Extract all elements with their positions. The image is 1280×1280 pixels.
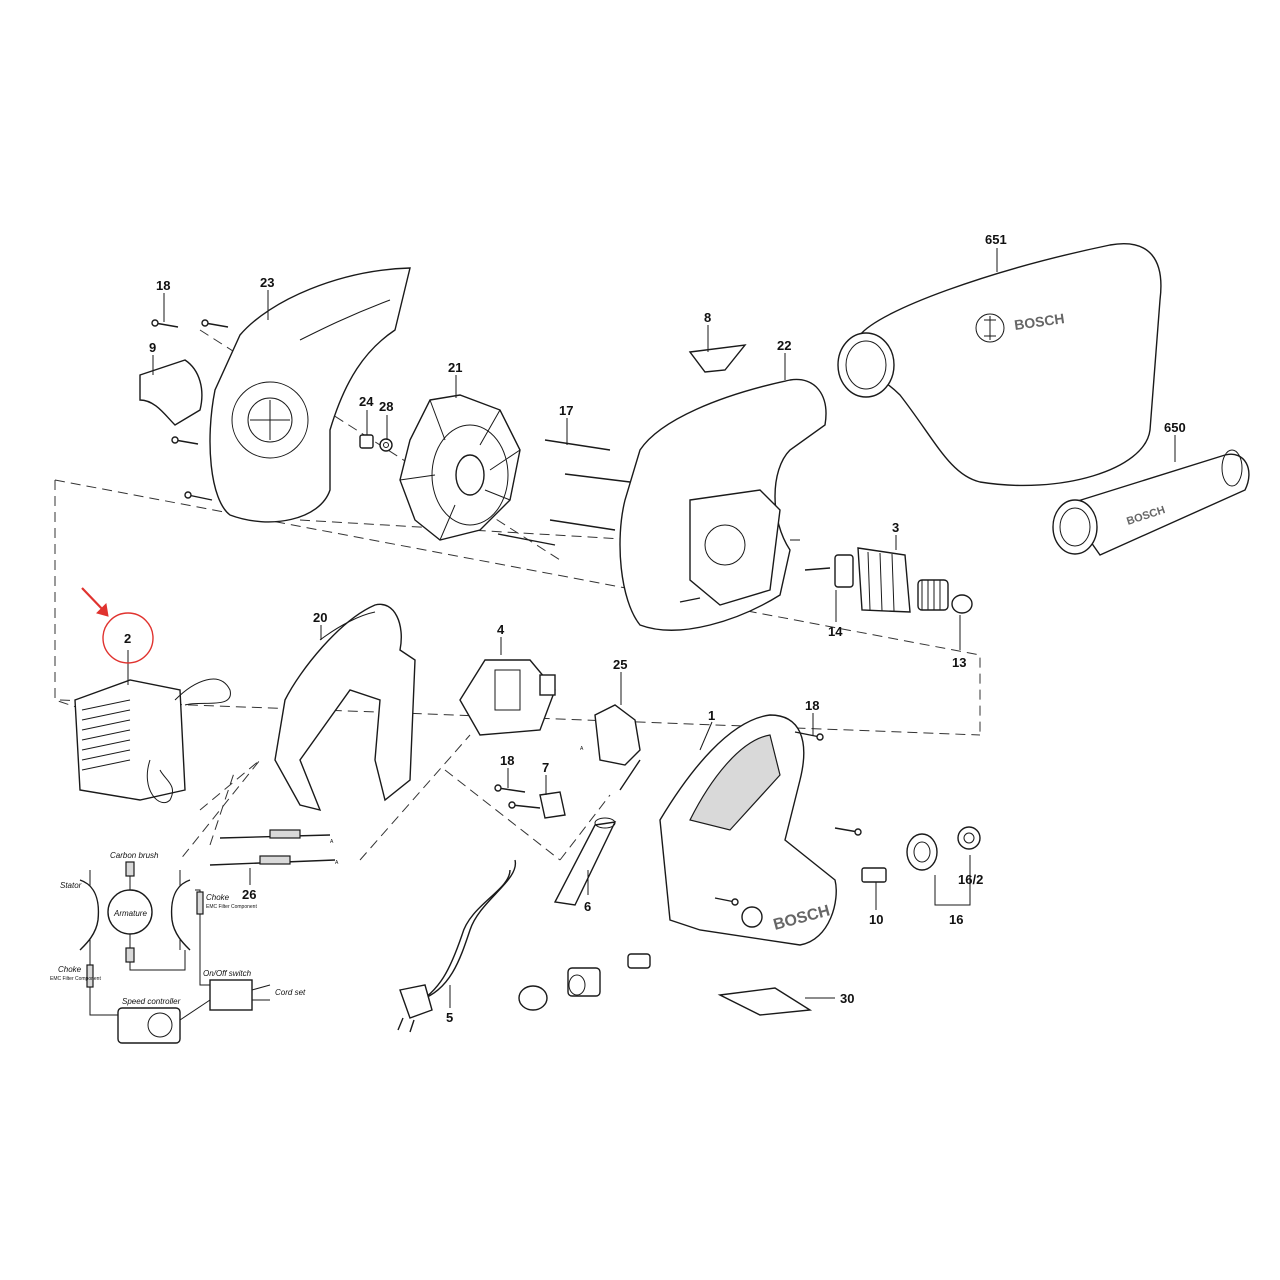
part-number-9: 9 (149, 340, 156, 355)
part-number-16-2: 16/2 (958, 872, 983, 887)
part-number-24: 24 (359, 394, 374, 409)
part-number-2: 2 (124, 631, 131, 646)
cable-protector-6 (553, 817, 617, 906)
blower-nozzle-650: BOSCH (1052, 449, 1250, 556)
stator-2 (74, 678, 231, 803)
bottom-caps (518, 953, 651, 1011)
wiring-label-choke-left-sub: EMC Filter Component (50, 976, 101, 982)
marker-a-3: A (580, 746, 584, 752)
wiring-label-on-off-switch: On/Off switch (203, 969, 252, 978)
brush-cap-16 (906, 826, 981, 906)
wiring-label-armature: Armature (113, 909, 147, 918)
armature-3 (804, 547, 973, 614)
wiring-label-speed-controller: Speed controller (122, 997, 181, 1006)
part-number-18-middle: 18 (500, 753, 514, 768)
nut-24 (359, 434, 374, 449)
wiring-label-choke-left: Choke (58, 965, 82, 974)
screws-18-middle (494, 784, 541, 809)
bosch-logo-icon (975, 313, 1005, 343)
marker-a-1: A (330, 839, 334, 845)
part-number-14: 14 (828, 624, 843, 639)
housing-cover-1: BOSCH (659, 714, 837, 946)
washer-28 (379, 438, 393, 452)
part-number-23: 23 (260, 275, 274, 290)
part-number-20: 20 (313, 610, 327, 625)
fan-impeller-21 (399, 394, 521, 541)
part-number-6: 6 (584, 899, 591, 914)
part-number-25: 25 (613, 657, 627, 672)
part-number-17: 17 (559, 403, 573, 418)
part-number-30: 30 (840, 991, 854, 1006)
wiring-label-stator: Stator (60, 881, 82, 890)
part-number-18-top: 18 (156, 278, 170, 293)
handle-20 (274, 603, 416, 812)
fan-housing-23 (209, 267, 411, 523)
part-number-651: 651 (985, 232, 1007, 247)
bag-brand-text: BOSCH (1013, 310, 1065, 333)
part-number-10: 10 (869, 912, 883, 927)
motor-housing-22 (619, 378, 827, 631)
label-30 (717, 987, 813, 1016)
part-number-8: 8 (704, 310, 711, 325)
brush-holder-10 (861, 867, 887, 883)
part-number-21: 21 (448, 360, 462, 375)
label-sheet-9 (139, 359, 203, 426)
cable-clamp-7 (539, 791, 566, 819)
wiring-label-choke-right: Choke (206, 893, 230, 902)
cord-set-5 (397, 859, 516, 1033)
highlight-circle (102, 612, 154, 664)
part-number-650: 650 (1164, 420, 1186, 435)
wiring-diagram (79, 861, 271, 1044)
part-number-26: 26 (242, 887, 256, 902)
part-number-22: 22 (777, 338, 791, 353)
part-number-5: 5 (446, 1010, 453, 1025)
part-number-3: 3 (892, 520, 899, 535)
wiring-label-carbon-brush: Carbon brush (110, 851, 159, 860)
wiring-label-choke-right-sub: EMC Filter Component (206, 904, 257, 910)
screws-18-right (714, 731, 862, 906)
part-number-1: 1 (708, 708, 715, 723)
part-number-13: 13 (952, 655, 966, 670)
highlight-marker (81, 587, 154, 664)
wiring-label-cord-set: Cord set (275, 988, 306, 997)
part-number-16: 16 (949, 912, 963, 927)
label-8 (688, 344, 747, 373)
dust-bag-651: BOSCH (837, 243, 1162, 487)
marker-a-2: A (335, 860, 339, 866)
screws-18-group (151, 319, 229, 501)
chokes-26 (209, 829, 336, 866)
leader-lines (127, 248, 1176, 1008)
part-number-7: 7 (542, 760, 549, 775)
switch-4 (459, 659, 556, 736)
part-number-4: 4 (497, 622, 505, 637)
part-number-28: 28 (379, 399, 393, 414)
long-screws-17 (497, 439, 631, 546)
speed-controller-25 (594, 704, 641, 791)
part-number-18-right: 18 (805, 698, 819, 713)
